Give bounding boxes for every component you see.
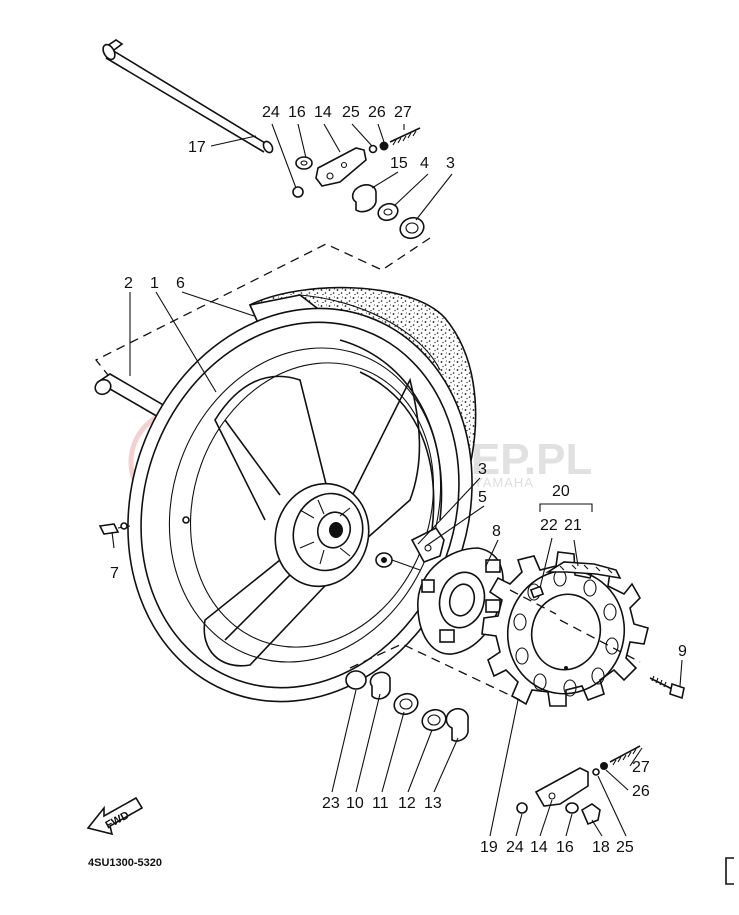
- callout-20: 20: [552, 483, 570, 500]
- axle: [102, 39, 274, 154]
- lower-adjuster-group: [516, 745, 641, 826]
- callout-5: 5: [478, 489, 487, 506]
- forward-direction-arrow-icon: FWD: [86, 796, 144, 836]
- fwd-label: FWD: [104, 809, 132, 831]
- tire-valve: [98, 522, 131, 535]
- corner-mark: [725, 857, 734, 885]
- callout-8: 8: [492, 523, 501, 540]
- callout-3: 3: [446, 155, 455, 172]
- callout-26b: 26: [632, 783, 650, 800]
- callout-16b: 16: [556, 839, 574, 856]
- callout-24: 24: [262, 104, 280, 121]
- callout-11: 11: [372, 795, 389, 812]
- callout-19: 19: [480, 839, 498, 856]
- callout-3b: 3: [478, 461, 487, 478]
- callout-15: 15: [390, 155, 408, 172]
- callout-14b: 14: [530, 839, 548, 856]
- lower-bearing-group: [345, 670, 469, 742]
- callout-22: 22: [540, 517, 558, 534]
- rear-sprocket: [481, 551, 649, 707]
- callout-18: 18: [592, 839, 610, 856]
- drive-chain: [529, 561, 622, 599]
- upper-adjuster-group: [292, 127, 425, 240]
- callout-16: 16: [288, 104, 306, 121]
- callout-24b: 24: [506, 839, 524, 856]
- callout-9: 9: [678, 643, 687, 660]
- callout-1: 1: [150, 275, 159, 292]
- callout-7: 7: [110, 565, 119, 582]
- leader-lines: [111, 123, 683, 837]
- rear-wheel: [127, 286, 477, 703]
- sprocket-hub: [410, 526, 504, 655]
- sprocket-bolt: [649, 675, 685, 700]
- callout-26: 26: [368, 104, 386, 121]
- callout-25: 25: [342, 104, 360, 121]
- callout-6: 6: [176, 275, 185, 292]
- callout-14: 14: [314, 104, 332, 121]
- part-code: 4SU1300-5320: [88, 857, 162, 869]
- callout-23: 23: [322, 795, 340, 812]
- callout-2: 2: [124, 275, 133, 292]
- callout-21: 21: [564, 517, 582, 534]
- callout-numbers: 17 24 16 14 25 26 27 15 4 3 2 1 6 3 5 8 …: [110, 104, 687, 856]
- callout-17: 17: [188, 139, 206, 156]
- callout-4: 4: [420, 155, 429, 172]
- hub-bearing: [375, 552, 421, 571]
- callout-12: 12: [398, 795, 416, 812]
- callout-27b: 27: [632, 759, 650, 776]
- callout-13: 13: [424, 795, 442, 812]
- callout-27: 27: [394, 104, 412, 121]
- callout-10: 10: [346, 795, 364, 812]
- callout-25b: 25: [616, 839, 634, 856]
